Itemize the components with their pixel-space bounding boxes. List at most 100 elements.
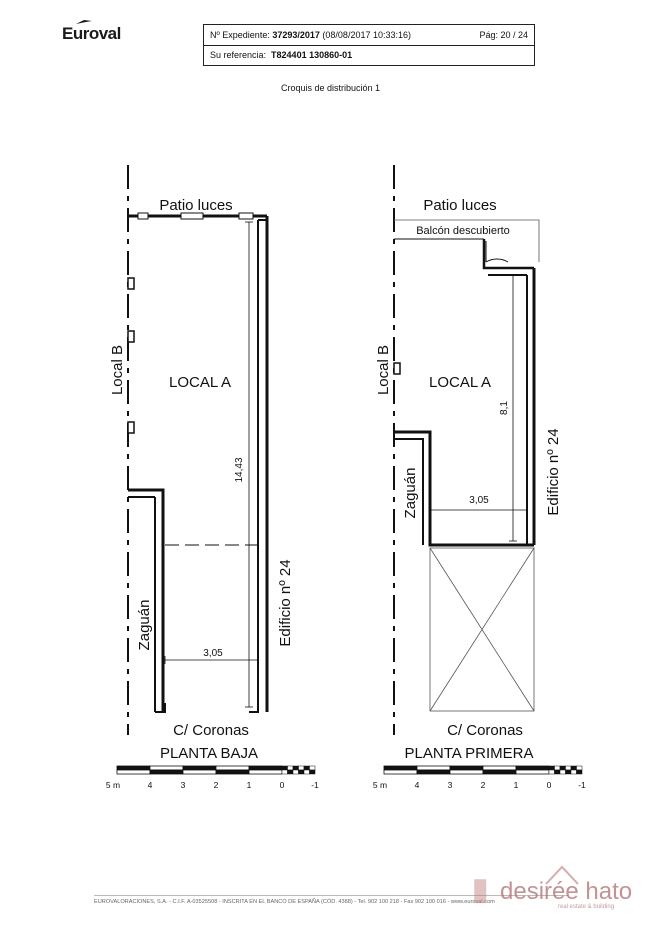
referencia-value: T824401 130860-01 [271,50,353,60]
primera-local-b-label: Local B [375,345,392,395]
scale-primera-checker [576,769,583,775]
plan-baja: Patio luces Local B LOCAL A 14,43 3,05 Z… [109,165,294,762]
scale-primera-checker [548,765,555,771]
scale-baja-segment-bottom [116,769,151,775]
baja-notch-2 [127,330,135,343]
expediente-label: Nº Expediente: [210,30,270,40]
primera-zaguan-label: Zaguán [402,468,419,519]
baja-notch-3 [127,421,135,434]
scale-primera-checker [570,769,577,775]
scale-primera-segment-bottom [482,769,517,775]
baja-dim-length: 14,43 [234,457,245,482]
header-box: Nº Expediente: 37293/2017 (08/08/2017 10… [203,24,535,66]
primera-dim-width: 3,05 [469,495,489,506]
primera-local-a-label: LOCAL A [429,374,491,391]
primera-street-label: C/ Coronas [447,722,523,739]
baja-window-1 [137,212,149,220]
scale-baja-segment-top [182,765,217,771]
referencia-label: Su referencia: [210,50,267,60]
scale-primera-segment-bottom [515,769,550,775]
scale-baja-label: 0 [280,780,285,790]
primera-patio-label: Patio luces [423,197,496,214]
scale-baja-label: -1 [311,780,319,790]
scale-baja-segment-bottom [182,769,217,775]
scale-primera-checker [565,769,572,775]
scale-primera-checker [559,765,566,771]
watermark-tagline: real estate & building [558,904,615,910]
primera-door-swing [483,258,509,268]
baja-notch-1 [127,277,135,290]
scale-primera-checker [548,769,555,775]
page-number: Pág: 20 / 24 [479,30,528,40]
scale-baja-checker [303,769,310,775]
primera-balcon-outline [394,219,540,262]
primera-edificio-label: Edificio nº 24 [545,428,562,515]
primera-notch [393,362,401,375]
scale-baja-label: 2 [214,780,219,790]
baja-window-3 [238,212,254,220]
scale-primera-checker [554,765,561,771]
baja-title: PLANTA BAJA [160,745,258,762]
baja-dim-width: 3,05 [203,648,223,659]
scale-baja-segment-bottom [149,769,184,775]
scale-baja-label: 3 [181,780,186,790]
logo-text: Euroval [62,24,121,43]
page-subtitle: Croquis de distribución 1 [280,83,381,93]
primera-void-box [429,547,535,712]
scale-baja-segment-top [116,765,151,771]
scale-baja-checker [281,765,288,771]
scale-primera-checker [565,765,572,771]
baja-local-b-label: Local B [109,345,126,395]
expediente-row: Nº Expediente: 37293/2017 (08/08/2017 10… [210,26,411,44]
scale-baja-label: 1 [247,780,252,790]
primera-void-cross-2 [429,547,535,712]
scale-primera-label: 0 [547,780,552,790]
scale-baja-checker [292,765,299,771]
scale-primera-segment-bottom [449,769,484,775]
scale-primera-label: 3 [448,780,453,790]
scale-baja-segment-bottom [248,769,283,775]
expediente-value: 37293/2017 [272,30,320,40]
scale-primera-checker [554,769,561,775]
scale-baja-label: 5 m [106,780,120,790]
primera-back-wall [482,239,534,270]
scale-primera-label: 1 [514,780,519,790]
scale-primera-checker [570,765,577,771]
watermark-mark: ▮ [472,873,489,906]
footer-divider [94,895,568,896]
scale-primera-label: -1 [578,780,586,790]
logo-wing-icon [76,20,92,24]
primera-title: PLANTA PRIMERA [405,745,534,762]
scale-primera-checker [576,765,583,771]
referencia-row: Su referencia: T824401 130860-01 [210,46,352,64]
baja-local-a-label: LOCAL A [169,374,231,391]
scale-baja-segment-top [215,765,250,771]
primera-balcon-label: Balcón descubierto [416,225,510,237]
scale-primera-segment-top [515,765,550,771]
scale-primera-segment-bottom [416,769,451,775]
scale-primera-segment-top [449,765,484,771]
scale-primera-segment-top [482,765,517,771]
scale-baja-checker [292,769,299,775]
plan-primera: Patio luces Balcón descubierto Local B L… [375,165,562,762]
scale-primera-segment-top [416,765,451,771]
scale-primera-checker [559,769,566,775]
scale-baja-checker [281,769,288,775]
watermark-name: desirée hato [500,878,633,905]
baja-zaguan-label: Zaguán [136,600,153,651]
primera-zaguan-wall [394,430,534,547]
scale-baja-checker [287,765,294,771]
scale-primera-label: 5 m [373,780,387,790]
baja-front-posts [155,703,259,713]
primera-zaguan-wall-inner [394,438,424,545]
footer-text: EUROVALORACIONES, S.A. - C.I.F. A-035255… [94,899,495,905]
watermark-house-icon [545,865,579,885]
euroval-logo: Euroval [62,20,121,44]
primera-dim-length: 8,1 [499,401,510,415]
scale-baja-segment-top [248,765,283,771]
scale-baja-checker [287,769,294,775]
scale-baja-label: 4 [148,780,153,790]
scale-primera-label: 4 [415,780,420,790]
baja-street-label: C/ Coronas [173,722,249,739]
baja-zaguan-wall [128,488,165,712]
